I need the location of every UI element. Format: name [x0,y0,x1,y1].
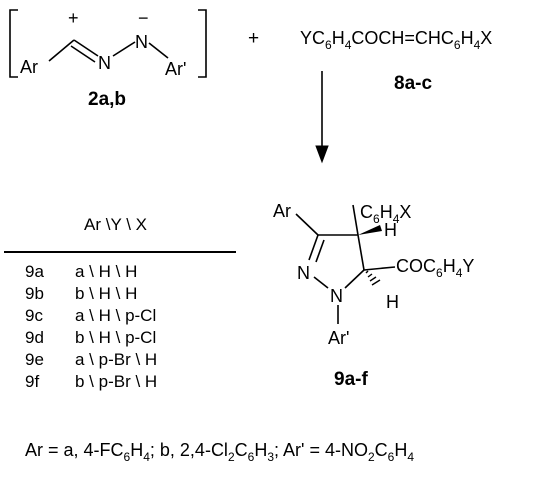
product-ar: Ar [273,201,291,221]
table-header: Ar \Y \ X [84,215,147,234]
ring-bond-c5-c4 [357,234,365,271]
substituent-table: Ar \Y \ X 9a a \ H \ H 9b b \ H \ H 9c a… [4,215,236,391]
row-9f-value: b \ p-Br \ H [75,372,157,391]
row-9f-id: 9f [25,372,39,391]
row-9b-value: b \ H \ H [75,284,137,303]
product-n2: N [297,263,310,283]
row-9e-id: 9e [25,350,44,369]
row-9d-id: 9d [25,328,44,347]
ring-bond-c3-n2-2 [315,239,325,263]
product-ar-prime: Ar' [328,328,349,348]
product-h-c4: H [384,220,397,240]
dipole-bond-ar-c [48,39,75,62]
right-bracket [198,9,207,78]
product-n1: N [330,286,343,306]
product-acyl-y: COC6H4Y [396,256,474,280]
row-9a-value: a \ H \ H [75,262,137,281]
pyrazoline-product: Ar N N C6H4X H COC6H4Y H [273,201,474,390]
row-9d-value: b \ H \ p-Cl [75,328,156,347]
row-9b-id: 9b [25,284,44,303]
dipole-bond-c-n-2 [70,45,96,63]
ring-bond-n1-c5 [344,269,365,289]
row-9a-id: 9a [25,262,44,281]
reaction-plus-sign: + [248,28,259,49]
compound-label-2ab: 2a,b [88,89,126,110]
row-9e-value: a \ p-Br \ H [75,350,157,369]
dipole-bond-n-ar [148,42,169,59]
ring-bond-c3-n2-1 [308,234,319,261]
dipole-plus-charge: + [68,8,79,28]
nitrilimine-reactant: Ar + N N − Ar' 2a,b [9,8,207,110]
compound-label-8ac: 8a-c [394,73,432,94]
dipole-bond-n-n [112,41,136,57]
compound-label-9af: 9a-f [334,369,368,390]
dipole-ar-prime: Ar' [165,59,186,79]
dipole-ar: Ar [20,57,38,77]
left-bracket [9,9,18,78]
dipole-minus-charge: − [138,8,149,28]
hashed-bond-c5-h [365,270,381,286]
dipole-n2: N [135,32,148,52]
substituent-footnote: Ar = a, 4-FC6H4; b, 2,4-Cl2C6H3; Ar' = 4… [25,440,414,464]
wedge-bond-c4-h [358,225,382,235]
chalcone-formula: YC6H4COCH=CHC6H4X [300,28,492,52]
product-aryl-x: C6H4X [360,202,411,226]
row-9c-id: 9c [25,306,43,325]
product-h-c5: H [386,292,399,312]
dipole-bond-c-n-1 [73,39,99,57]
row-9c-value: a \ H \ p-Cl [75,306,156,325]
ring-bond-n2-n1 [313,276,329,289]
reaction-arrow [315,71,329,164]
dipole-n1: N [98,53,111,73]
chalcone-reactant: YC6H4COCH=CHC6H4X 8a-c [300,28,492,94]
